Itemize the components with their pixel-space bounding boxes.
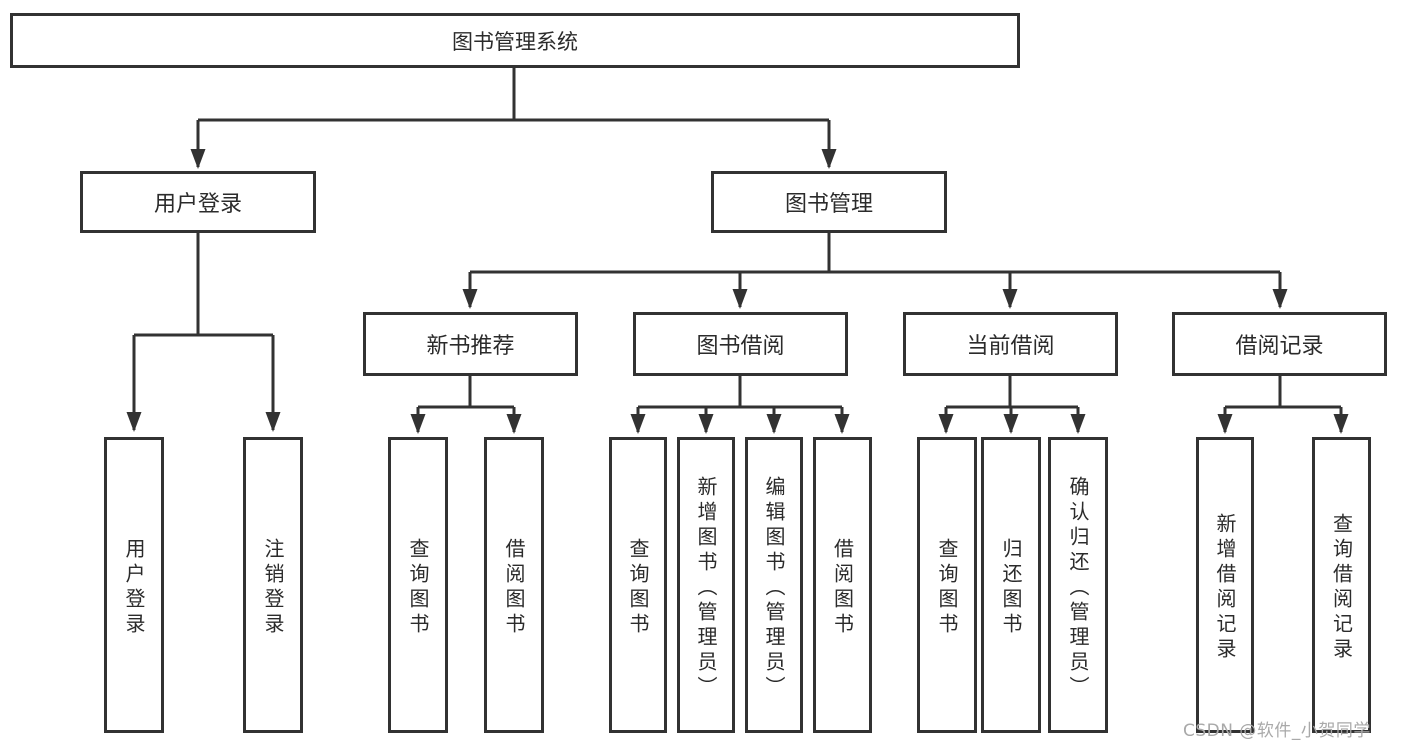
leaf-add-borrow-record: 新增借阅记录 [1196,437,1254,733]
connector-book-management-branch [470,233,1280,274]
leaf-edit-books-admin: 编辑图书（管理员） [745,437,803,733]
connector-current-borrowing-branch [946,376,1078,409]
connector-new-book-branch [418,376,514,409]
node-book-borrowing: 图书借阅 [633,312,848,376]
leaf-query-borrow-record: 查询借阅记录 [1312,437,1371,733]
leaf-logout: 注销登录 [243,437,303,733]
leaf-return-books: 归还图书 [981,437,1041,733]
leaf-query-books-current: 查询图书 [917,437,977,733]
leaf-borrow-books-recommend: 借阅图书 [484,437,544,733]
connector-user-login-branch [134,233,273,337]
leaf-borrow-books: 借阅图书 [813,437,872,733]
watermark: CSDN @软件_小贺同学 [1183,721,1371,741]
connector-root-branch [198,68,829,122]
leaf-query-books-recommend: 查询图书 [388,437,448,733]
node-current-borrowing: 当前借阅 [903,312,1118,376]
node-root: 图书管理系统 [10,13,1020,68]
leaf-confirm-return-admin: 确认归还（管理员） [1048,437,1108,733]
node-book-management: 图书管理 [711,171,947,233]
connector-borrowing-records-branch [1225,376,1341,409]
node-user-login: 用户登录 [80,171,316,233]
leaf-query-books-borrowing: 查询图书 [609,437,667,733]
leaf-add-books-admin: 新增图书（管理员） [677,437,735,733]
connector-book-borrowing-branch [638,376,842,409]
leaf-user-login: 用户登录 [104,437,164,733]
node-borrowing-records: 借阅记录 [1172,312,1387,376]
node-new-book-recommend: 新书推荐 [363,312,578,376]
